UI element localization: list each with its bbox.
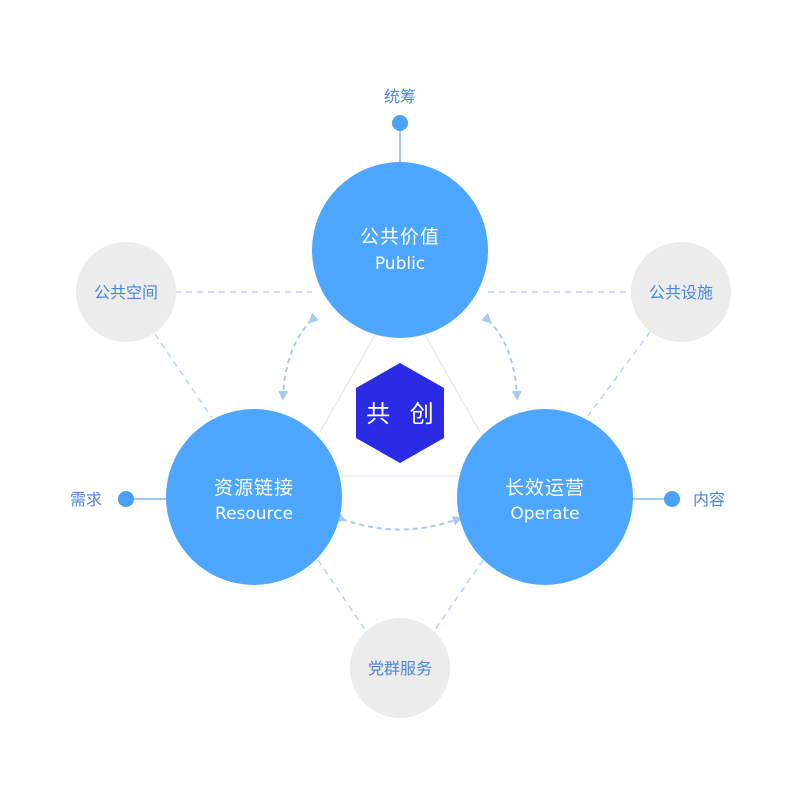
main-node-operate-zh: 长效运营: [505, 477, 585, 499]
grey-node-public-facilities-circle: [631, 242, 731, 342]
grey-node-public-space-label: 公共空间: [94, 283, 158, 302]
connector-space-resource: [154, 333, 213, 419]
main-node-public-zh: 公共价值: [360, 226, 440, 248]
arrow-resource-operate: [335, 512, 463, 531]
main-node-operate-en: Operate: [510, 504, 579, 524]
grey-node-public-facilities-label: 公共设施: [649, 283, 713, 302]
main-node-resource-en: Resource: [215, 504, 293, 524]
cycle-arrows: [278, 312, 522, 531]
right-endpoint-dot: [664, 491, 680, 507]
main-node-resource: 资源链接 Resource: [166, 409, 342, 585]
right-endpoint-label: 内容: [693, 490, 725, 509]
arrow-public-resource: [278, 312, 320, 401]
triangle-edge-right: [421, 329, 481, 433]
dashed-connectors: [154, 291, 651, 641]
left-endpoint-dot: [118, 491, 134, 507]
grey-node-public-space: 公共空间: [76, 242, 176, 342]
grey-node-party-service-label: 党群服务: [368, 659, 432, 678]
arrow-public-operate: [480, 312, 522, 401]
left-endpoint-label: 需求: [70, 490, 102, 509]
main-node-resource-zh: 资源链接: [214, 477, 294, 499]
grey-node-public-facilities: 公共设施: [631, 242, 731, 342]
main-node-operate-circle: [457, 409, 633, 585]
center-label: 共 创: [366, 400, 440, 428]
inner-triangle: [319, 329, 481, 477]
triangle-edge-left: [319, 329, 379, 433]
main-node-public-circle: [312, 162, 488, 338]
main-node-public: 公共价值 Public: [312, 162, 488, 338]
grey-node-public-space-circle: [76, 242, 176, 342]
connector-resource-party: [317, 559, 373, 641]
center-hexagon-group: 共 创: [356, 363, 444, 463]
grey-node-party-service-circle: [350, 618, 450, 718]
top-endpoint-dot: [392, 115, 408, 131]
connector-facilities-operate: [584, 331, 651, 421]
main-node-resource-circle: [166, 409, 342, 585]
main-node-operate: 长效运营 Operate: [457, 409, 633, 585]
grey-node-party-service: 党群服务: [350, 618, 450, 718]
connector-operate-party: [427, 559, 484, 641]
top-endpoint-label: 统筹: [384, 87, 416, 106]
main-node-public-en: Public: [375, 254, 425, 274]
center-hexagon: [356, 363, 444, 463]
